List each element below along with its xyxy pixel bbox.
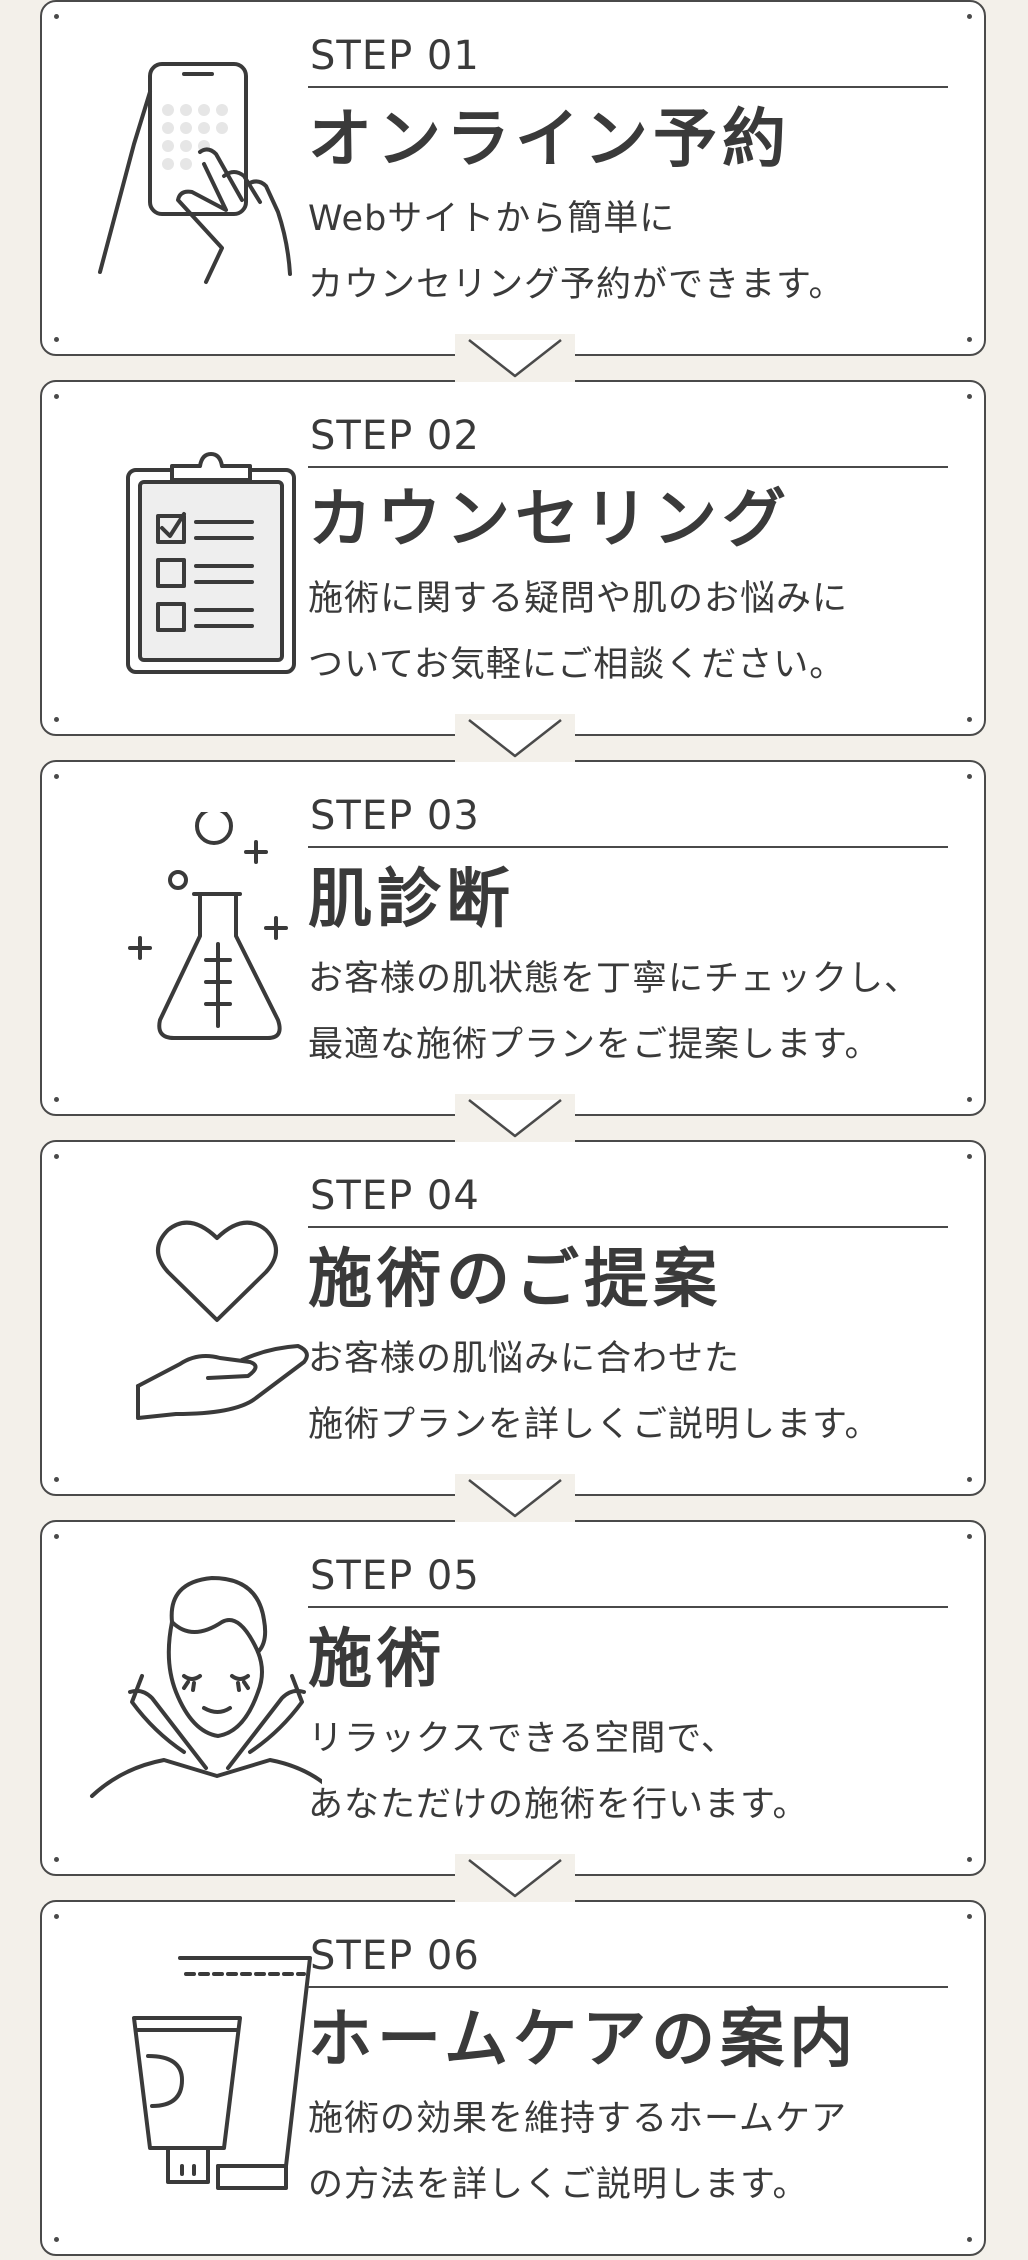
corner-dot <box>54 1857 59 1862</box>
corner-dot <box>54 14 59 19</box>
step-description-line: 施術に関する疑問や肌のお悩みに <box>308 579 849 619</box>
step-label: STEP 01 <box>308 32 948 88</box>
step-card-01: STEP 01 オンライン予約 Webサイトから簡単に カウンセリング予約ができ… <box>40 0 986 356</box>
step-label: STEP 05 <box>308 1552 948 1608</box>
step-description-line: カウンセリング予約ができます。 <box>308 265 845 305</box>
clipboard-checklist-icon <box>72 432 322 692</box>
step-label: STEP 02 <box>308 412 948 468</box>
corner-dot <box>967 14 972 19</box>
corner-dot <box>54 337 59 342</box>
corner-dot <box>967 337 972 342</box>
skincare-tube-icon <box>72 1952 322 2212</box>
step-description: Webサイトから簡単に カウンセリング予約ができます。 <box>308 186 948 318</box>
step-label: STEP 06 <box>308 1932 948 1988</box>
corner-dot <box>54 394 59 399</box>
step-card-06: STEP 06 ホームケアの案内 施術の効果を維持するホームケア の方法を詳しく… <box>40 1900 986 2256</box>
corner-dot <box>967 1857 972 1862</box>
corner-dot <box>54 1154 59 1159</box>
corner-dot <box>967 1534 972 1539</box>
step-description: 施術に関する疑問や肌のお悩みに ついてお気軽にご相談ください。 <box>308 566 948 698</box>
corner-dot <box>967 1097 972 1102</box>
corner-dot <box>54 1534 59 1539</box>
step-description-line: ついてお気軽にご相談ください。 <box>308 645 846 685</box>
chevron-down-icon <box>455 1854 575 1902</box>
corner-dot <box>967 774 972 779</box>
step-card-04: STEP 04 施術のご提案 お客様の肌悩みに合わせた 施術プランを詳しくご説明… <box>40 1140 986 1496</box>
step-title: ホームケアの案内 <box>308 2003 859 2077</box>
chevron-down-icon <box>455 334 575 382</box>
step-label: STEP 03 <box>308 792 948 848</box>
step-card-03: STEP 03 肌診断 お客様の肌状態を丁寧にチェックし、 最適な施術プランをご… <box>40 760 986 1116</box>
corner-dot <box>54 1097 59 1102</box>
step-card-02: STEP 02 カウンセリング 施術に関する疑問や肌のお悩みに ついてお気軽にご… <box>40 380 986 736</box>
corner-dot <box>967 717 972 722</box>
step-title: 施術のご提案 <box>308 1243 722 1317</box>
step-description-line: あなただけの施術を行います。 <box>308 1785 809 1825</box>
step-description: お客様の肌悩みに合わせた 施術プランを詳しくご説明します。 <box>308 1326 948 1458</box>
step-label: STEP 04 <box>308 1172 948 1228</box>
corner-dot <box>54 1914 59 1919</box>
step-description-line: 最適な施術プランをご提案します。 <box>308 1025 881 1065</box>
step-description: 施術の効果を維持するホームケア の方法を詳しくご説明します。 <box>308 2086 948 2218</box>
face-massage-icon <box>72 1572 322 1832</box>
flask-icon <box>72 812 322 1072</box>
corner-dot <box>54 774 59 779</box>
step-title: カウンセリング <box>308 483 791 557</box>
corner-dot <box>54 2237 59 2242</box>
corner-dot <box>967 1477 972 1482</box>
step-card-05: STEP 05 施術 リラックスできる空間で、 あなただけの施術を行います。 <box>40 1520 986 1876</box>
corner-dot <box>54 717 59 722</box>
step-description-line: 施術プランを詳しくご説明します。 <box>308 1405 881 1445</box>
step-title: 肌診断 <box>308 863 515 937</box>
step-description: お客様の肌状態を丁寧にチェックし、 最適な施術プランをご提案します。 <box>308 946 948 1078</box>
step-description-line: の方法を詳しくご説明します。 <box>308 2165 809 2205</box>
chevron-down-icon <box>455 714 575 762</box>
step-description: リラックスできる空間で、 あなただけの施術を行います。 <box>308 1706 948 1838</box>
chevron-down-icon <box>455 1474 575 1522</box>
step-description-line: お客様の肌状態を丁寧にチェックし、 <box>308 959 921 999</box>
step-title: オンライン予約 <box>308 103 791 177</box>
corner-dot <box>967 1154 972 1159</box>
smartphone-tap-icon <box>72 52 322 312</box>
corner-dot <box>967 1914 972 1919</box>
step-description-line: リラックスできる空間で、 <box>308 1719 737 1759</box>
heart-hand-icon <box>72 1192 322 1452</box>
step-description-line: Webサイトから簡単に <box>308 199 676 239</box>
step-title: 施術 <box>308 1623 446 1697</box>
chevron-down-icon <box>455 1094 575 1142</box>
step-description-line: お客様の肌悩みに合わせた <box>308 1339 741 1379</box>
corner-dot <box>967 2237 972 2242</box>
corner-dot <box>54 1477 59 1482</box>
corner-dot <box>967 394 972 399</box>
step-description-line: 施術の効果を維持するホームケア <box>308 2099 847 2139</box>
